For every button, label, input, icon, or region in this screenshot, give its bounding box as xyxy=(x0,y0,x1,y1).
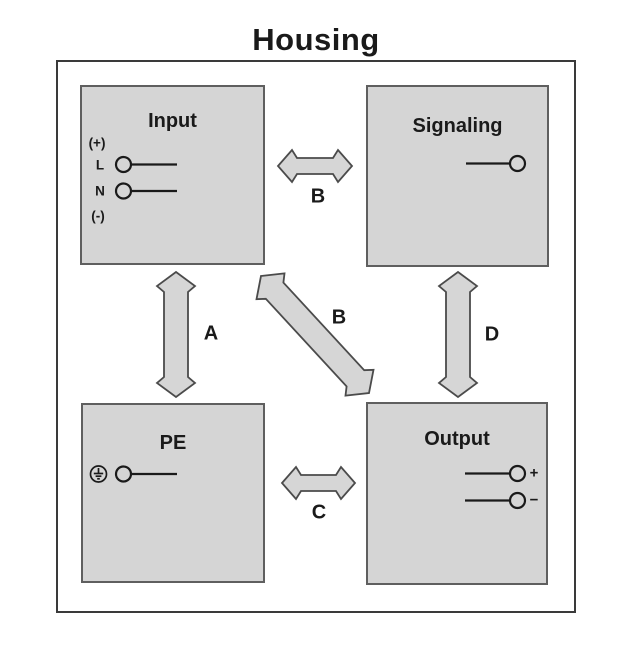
arrow-d-label: D xyxy=(484,323,500,346)
block-signaling: Signaling xyxy=(366,85,549,267)
input-pin-l-label: L xyxy=(95,157,105,172)
output-pin-plus-label: + xyxy=(529,464,539,482)
diagram-title: Housing xyxy=(252,22,380,57)
block-pe-title: PE xyxy=(159,432,187,454)
block-pe: PE xyxy=(81,403,265,583)
input-pin-n-label: N xyxy=(95,183,105,199)
output-pin-minus-label: − xyxy=(529,491,539,509)
input-pin-plus-label: (+) xyxy=(88,135,106,151)
block-output-title: Output xyxy=(424,428,490,450)
arrow-c-label: C xyxy=(311,501,327,524)
block-input-title: Input xyxy=(148,110,197,132)
arrow-a-label: A xyxy=(203,322,219,345)
input-pin-minus-label: (-) xyxy=(91,208,105,224)
block-output: Output xyxy=(366,402,548,585)
arrow-b-diagonal-label: B xyxy=(331,306,347,329)
block-signaling-title: Signaling xyxy=(412,115,503,137)
arrow-b-top-label: B xyxy=(310,185,326,208)
block-input: Input xyxy=(80,85,265,265)
